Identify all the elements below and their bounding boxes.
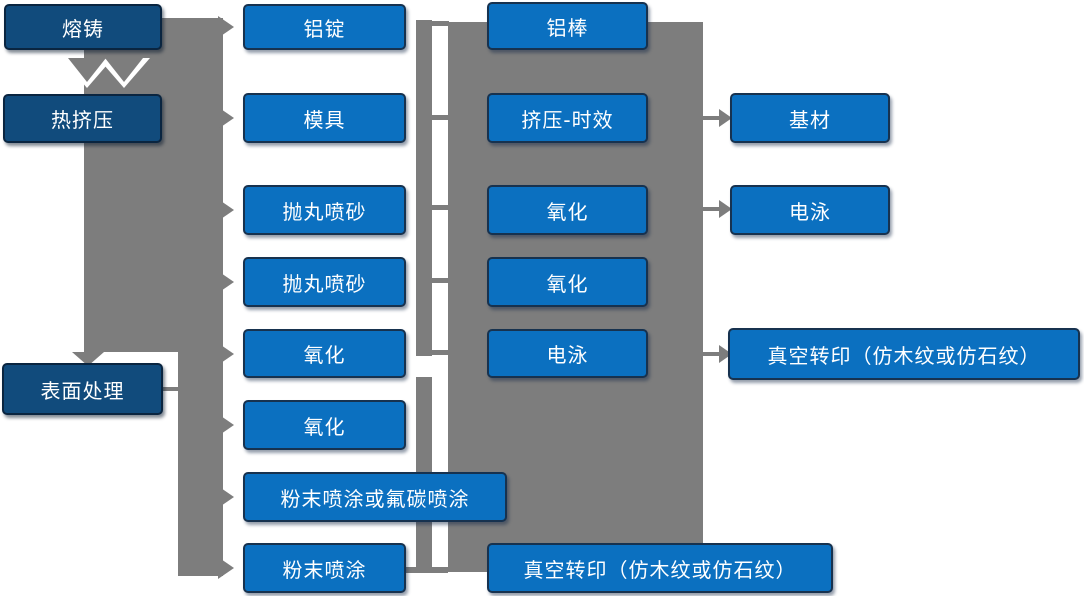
connector-stub: [432, 278, 449, 283]
right-arrow-icon: [218, 557, 234, 579]
right-arrow-icon: [218, 414, 234, 436]
flow-node-col2-0: 铝锭: [243, 4, 406, 50]
down-arrow-icon: [72, 352, 104, 366]
right-arrow-icon: [218, 199, 234, 221]
flow-node-col2-7: 粉末喷涂: [243, 543, 406, 593]
right-arrow-icon: [218, 271, 234, 293]
connector-stub: [432, 115, 449, 120]
flow-node-col2-2: 抛丸喷砂: [243, 185, 406, 235]
down-arrow-icon: [68, 58, 106, 82]
flow-node-col3-1: 挤压-时效: [487, 93, 648, 143]
flow-node-col1-0: 熔铸: [4, 4, 162, 50]
down-arrow-icon: [105, 58, 143, 82]
flow-node-col3-2: 氧化: [487, 185, 648, 235]
right-arrow-icon: [719, 200, 732, 218]
connector-stub-bottom: [406, 567, 448, 573]
connector-stub-surface: [163, 387, 178, 391]
flow-node-col3-4: 电泳: [487, 329, 648, 378]
connector-stub: [432, 21, 449, 26]
right-arrow-icon: [719, 109, 732, 127]
flow-node-col3-5: 真空转印（仿木纹或仿石纹）: [487, 543, 833, 593]
flow-node-col1-1: 热挤压: [3, 94, 162, 143]
flow-node-col2-1: 模具: [243, 93, 406, 143]
flow-node-col2-6: 粉末喷涂或氟碳喷涂: [243, 472, 507, 522]
connector-band-lower: [178, 352, 223, 576]
flow-node-col2-5: 氧化: [243, 400, 406, 450]
flow-node-col2-4: 氧化: [243, 329, 406, 378]
connector-stub: [432, 205, 449, 210]
flow-node-col2-3: 抛丸喷砂: [243, 257, 406, 307]
right-arrow-icon: [218, 16, 234, 38]
right-arrow-icon: [218, 107, 234, 129]
flow-node-col4-2: 真空转印（仿木纹或仿石纹）: [728, 328, 1080, 380]
connector-line: [703, 116, 720, 120]
flow-node-col3-0: 铝棒: [487, 2, 648, 50]
flow-node-col4-1: 电泳: [730, 185, 890, 235]
connector-line: [703, 207, 720, 211]
flow-node-col4-0: 基材: [730, 93, 890, 143]
connector-trunk-upper: [416, 20, 432, 356]
flow-node-col1-2: 表面处理: [2, 363, 163, 415]
connector-stub: [432, 350, 449, 355]
flow-node-col3-3: 氧化: [487, 257, 648, 307]
connector-line: [703, 352, 720, 356]
right-arrow-icon: [218, 343, 234, 365]
right-arrow-icon: [218, 486, 234, 508]
